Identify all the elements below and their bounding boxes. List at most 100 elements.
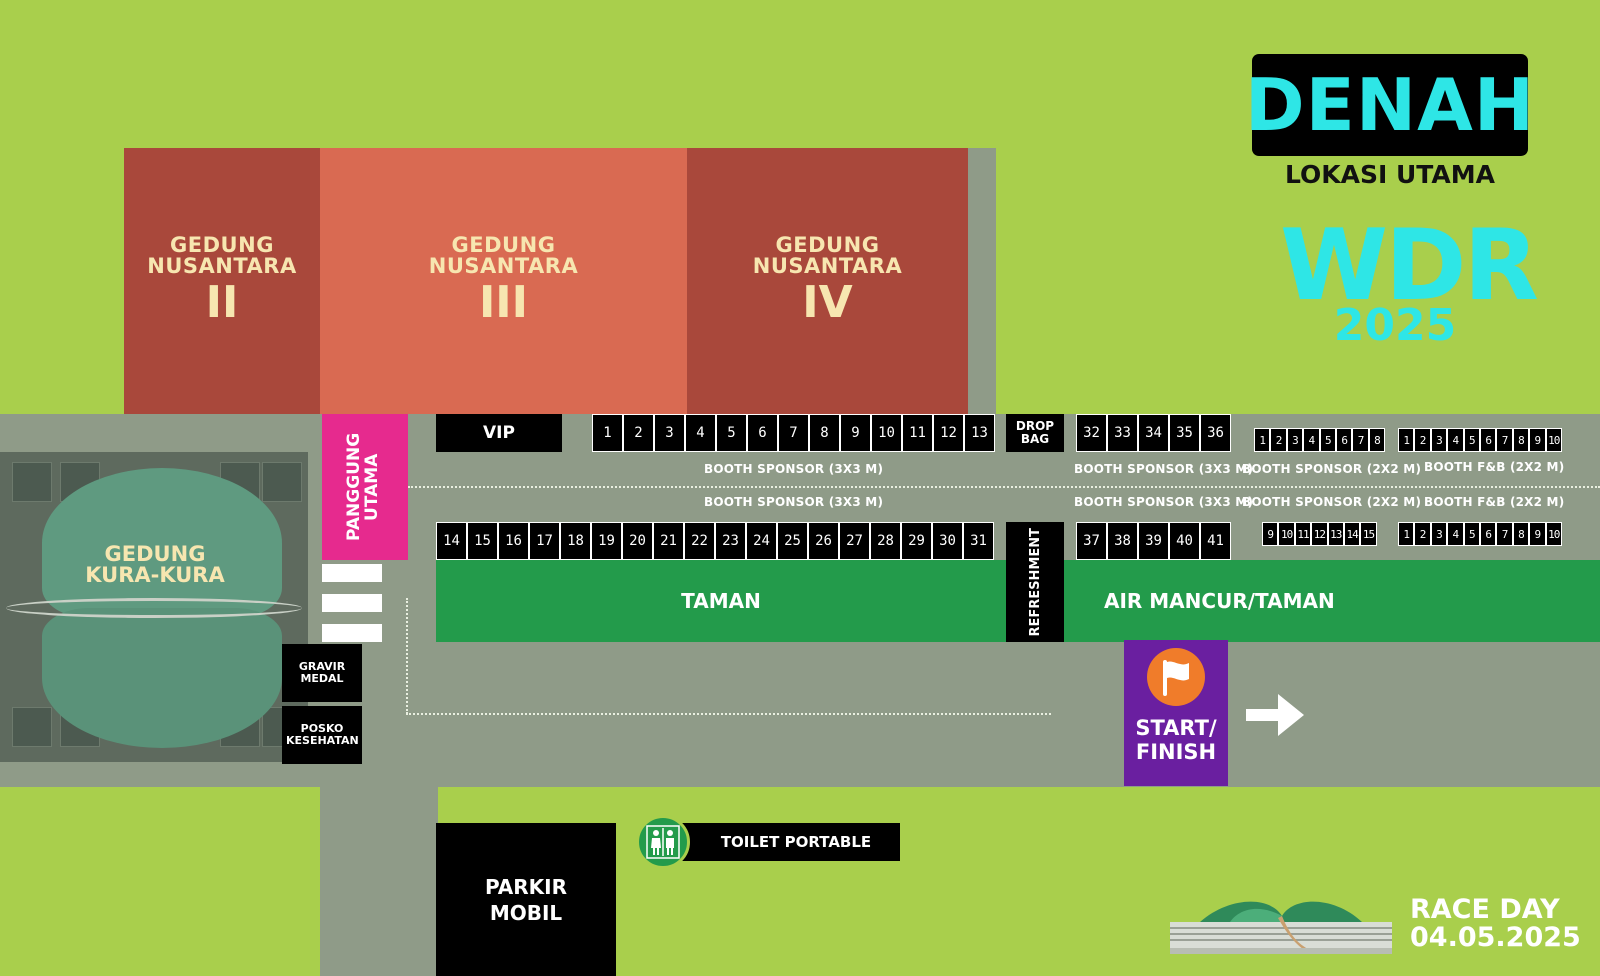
drop-bag-label: DROP BAG bbox=[1015, 419, 1055, 446]
page-subtitle: LOKASI UTAMA bbox=[1284, 160, 1495, 189]
booth-cell: 37 bbox=[1076, 522, 1107, 560]
booth-cell: 25 bbox=[777, 522, 808, 560]
booth-cell: 15 bbox=[1360, 522, 1377, 546]
start-finish-label: START/ FINISH bbox=[1135, 716, 1217, 764]
booth-cell: 40 bbox=[1169, 522, 1200, 560]
panggung-utama-label: PANGGUNG UTAMA bbox=[344, 432, 382, 542]
booth-cell: 10 bbox=[871, 414, 902, 452]
booth-cell: 24 bbox=[746, 522, 777, 560]
gedung-kura-kura: GEDUNG KURA-KURA bbox=[0, 452, 308, 762]
booth-cell: 10 bbox=[1545, 428, 1562, 452]
air-mancur-label: AIR MANCUR/TAMAN bbox=[1104, 589, 1335, 613]
label-sponsor-3x3-top: BOOTH SPONSOR (3X3 M) bbox=[704, 462, 884, 476]
booth-cell: 34 bbox=[1138, 414, 1169, 452]
side-road-south bbox=[320, 780, 438, 976]
booth-cell: 5 bbox=[1319, 428, 1336, 452]
booth-cell: 5 bbox=[716, 414, 747, 452]
race-day-date: 04.05.2025 bbox=[1410, 922, 1581, 953]
route-line-left bbox=[406, 598, 408, 714]
booth-cell: 41 bbox=[1200, 522, 1231, 560]
building-numeral: III bbox=[478, 277, 529, 328]
booth-cell: 32 bbox=[1076, 414, 1107, 452]
booth-cell: 2 bbox=[623, 414, 654, 452]
booth-cell: 12 bbox=[1311, 522, 1328, 546]
toilet-icon bbox=[636, 815, 690, 869]
booth-cell: 35 bbox=[1169, 414, 1200, 452]
booth-cell: 1 bbox=[1398, 522, 1415, 546]
booth-cell: 11 bbox=[902, 414, 933, 452]
booth-cell: 16 bbox=[498, 522, 529, 560]
booth-cell: 9 bbox=[1529, 428, 1546, 452]
booth-cell: 27 bbox=[839, 522, 870, 560]
route-line-bottom bbox=[406, 713, 1051, 715]
booth-cell: 7 bbox=[778, 414, 809, 452]
building-numeral: II bbox=[205, 277, 239, 328]
booth-cell: 3 bbox=[1430, 522, 1448, 546]
kura-dome-south bbox=[42, 608, 282, 748]
crosswalk-stripe bbox=[322, 564, 382, 582]
booth-cell: 6 bbox=[1479, 428, 1497, 452]
wdr-logo: WDR 2025 bbox=[1280, 214, 1539, 364]
wdr-logo-year: 2025 bbox=[1333, 300, 1457, 351]
drop-bag: DROP BAG bbox=[1006, 414, 1064, 452]
booth-cell: 1 bbox=[1398, 428, 1415, 452]
route-line-top bbox=[408, 486, 1600, 488]
label-sponsor-3x3-bottom: BOOTH SPONSOR (3X3 M) bbox=[704, 495, 884, 509]
booth-cell: 23 bbox=[715, 522, 746, 560]
road-strip-buildings bbox=[968, 148, 996, 414]
booth-cell: 6 bbox=[1335, 428, 1353, 452]
refreshment-label: REFRESHMENT bbox=[1027, 527, 1043, 637]
taman-label: TAMAN bbox=[681, 589, 761, 613]
booth-cell: 8 bbox=[1512, 522, 1530, 546]
booth-cell: 17 bbox=[529, 522, 560, 560]
label-sponsor-2x2-bottom: BOOTH SPONSOR (2X2 M) bbox=[1242, 495, 1422, 509]
booth-cell: 7 bbox=[1496, 428, 1513, 452]
start-finish: START/ FINISH bbox=[1124, 640, 1228, 786]
booth-cell: 6 bbox=[747, 414, 778, 452]
arrow-right-icon bbox=[1242, 690, 1308, 744]
booth-cell: 3 bbox=[1430, 428, 1448, 452]
booth-cell: 26 bbox=[808, 522, 839, 560]
booth-cell: 5 bbox=[1463, 428, 1480, 452]
booth-cell: 15 bbox=[467, 522, 498, 560]
booth-cell: 9 bbox=[1262, 522, 1279, 546]
flag-icon bbox=[1147, 648, 1205, 706]
booth-cell: 3 bbox=[1286, 428, 1304, 452]
booth-cell: 8 bbox=[1512, 428, 1530, 452]
air-mancur-taman: AIR MANCUR/TAMAN bbox=[1064, 560, 1600, 642]
kura-arch bbox=[6, 598, 302, 618]
booth-cell: 1 bbox=[592, 414, 623, 452]
building-name: GEDUNG NUSANTARA bbox=[752, 233, 903, 278]
booth-cell: 14 bbox=[436, 522, 467, 560]
booth-cell: 13 bbox=[964, 414, 995, 452]
parkir-mobil: PARKIR MOBIL bbox=[436, 823, 616, 976]
label-sponsor-3x3-right-bottom: BOOTH SPONSOR (3X3 M) bbox=[1074, 495, 1254, 509]
gravir-medal-label: GRAVIR MEDAL bbox=[298, 660, 346, 685]
gedung-nusantara-4: GEDUNG NUSANTARA IV bbox=[687, 148, 968, 414]
booth-cell: 28 bbox=[870, 522, 901, 560]
booth-cell: 4 bbox=[685, 414, 716, 452]
booth-cell: 21 bbox=[653, 522, 684, 560]
booth-cell: 29 bbox=[901, 522, 932, 560]
booth-cell: 2 bbox=[1270, 428, 1287, 452]
gedung-nusantara-3: GEDUNG NUSANTARA III bbox=[320, 148, 687, 414]
building-numeral: IV bbox=[802, 277, 853, 328]
booth-cell: 18 bbox=[560, 522, 591, 560]
booth-cell: 4 bbox=[1447, 428, 1464, 452]
crosswalk-stripe bbox=[322, 594, 382, 612]
booth-cell: 33 bbox=[1107, 414, 1138, 452]
booth-cell: 7 bbox=[1496, 522, 1513, 546]
panggung-utama: PANGGUNG UTAMA bbox=[322, 414, 408, 560]
gedung-nusantara-2: GEDUNG NUSANTARA II bbox=[124, 148, 320, 414]
booth-cell: 19 bbox=[591, 522, 622, 560]
booth-cell: 4 bbox=[1447, 522, 1464, 546]
booth-cell: 10 bbox=[1278, 522, 1295, 546]
booth-cell: 12 bbox=[933, 414, 964, 452]
